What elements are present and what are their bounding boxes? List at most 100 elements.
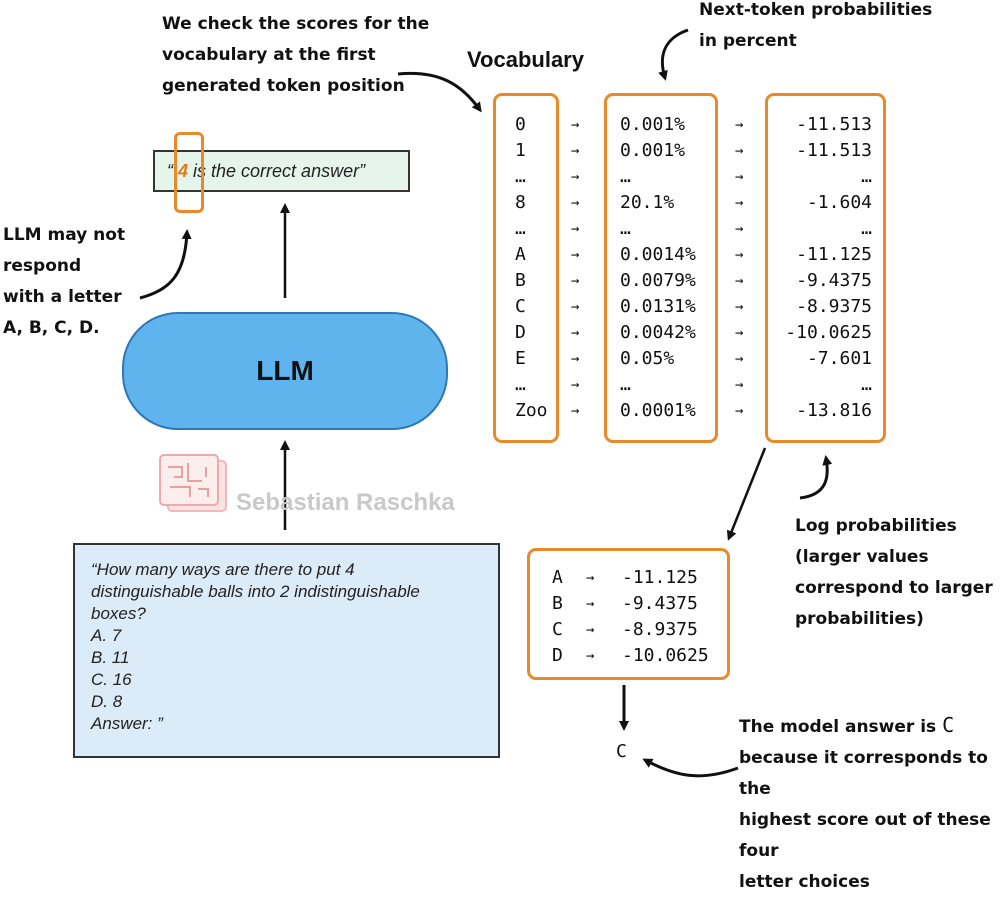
vocab-percent-cell: 0.0042% [620,322,696,343]
vocab-arrow-glyph: → [735,273,744,289]
vocab-arrow-glyph: → [735,143,744,159]
vocab-percent-cell: … [620,374,631,395]
vocab-arrow-glyph: → [735,195,744,211]
vocab-token-cell: 8 [515,192,526,213]
choice-arrow-glyph: → [586,648,595,664]
choice-letter-cell: D [552,645,563,666]
vocab-arrow-glyph: → [735,117,744,133]
vocab-token-cell: … [515,218,526,239]
choice-arrow-glyph: → [586,570,595,586]
prompt-box: “How many ways are there to put 4 distin… [73,543,500,758]
log-probs-note: Log probabilities (larger values corresp… [795,516,993,629]
choice-logprob-cell: -8.9375 [622,619,698,640]
vocab-arrow-glyph: → [571,377,580,393]
vocab-logprob-cell: -10.0625 [785,322,872,343]
vocab-logprob-cell: … [861,218,872,239]
connector-arrows [139,28,833,778]
vocab-arrow-glyph: → [735,403,744,419]
vocab-arrow-glyph: → [571,117,580,133]
vocab-token-cell: 0 [515,114,526,135]
vocab-logprob-cell: … [861,166,872,187]
vocab-arrow-column-1: →→→→→→→→→→→→ [571,112,579,424]
vocab-logprob-cell: … [861,374,872,395]
prompt-line: distinguishable balls into 2 indistingui… [91,582,420,601]
vocab-arrow-glyph: → [735,169,744,185]
vocab-percent-cell: 0.001% [620,140,686,161]
prompt-line: B. 11 [91,648,130,667]
vocab-arrow-glyph: → [571,169,580,185]
choice-arrow-glyph: → [586,596,595,612]
logprob-to-choices-arrow [726,447,767,541]
vocab-percent-cell: 0.05% [620,348,675,369]
prompt-line: Answer: ” [91,714,163,733]
vocab-arrow-glyph: → [571,195,580,211]
generated-output-box: “ 4 is the correct answer” [153,150,410,192]
vocab-token-cell: D [515,322,526,343]
final-answer: C [616,741,627,762]
vocab-token-cell: A [515,244,526,265]
choice-logprob-cell: -9.4375 [622,593,698,614]
log-probs-curve-arrow [799,455,833,500]
vocab-arrow-glyph: → [571,273,580,289]
vocab-percent-box [604,93,718,443]
vocab-token-cell: … [515,374,526,395]
output-open-quote: “ [167,161,178,181]
choice-arrow-column: →→→→ [586,565,594,669]
choice-logprob-column: -11.125 -9.4375 -8.9375 -10.0625 [622,565,709,669]
model-answer-note: The model answer is C because it corresp… [739,713,991,892]
vocab-percent-cell: 20.1% [620,192,675,213]
vocab-arrow-glyph: → [735,299,744,315]
vocab-percent-column: 0.001%0.001%…20.1%…0.0014%0.0079%0.0131%… [620,112,696,424]
llm-block: LLM [122,312,448,430]
vocab-token-cell: C [515,296,526,317]
vocab-logprob-cell: -8.9375 [796,296,872,317]
watermark-text: Sebastian Raschka [236,489,455,516]
choice-logprob-cell: -11.125 [622,567,698,588]
prompt-line: C. 16 [91,670,132,689]
vocab-token-box [493,93,559,443]
vocab-logprob-cell: -11.125 [796,244,872,265]
output-rest: is the correct answer” [188,161,366,181]
vocab-check-note: We check the scores for the vocabulary a… [162,14,430,96]
prompt-line: “How many ways are there to put 4 [91,560,355,579]
model-answer-prefix: The model answer is [739,717,943,737]
vocab-percent-cell: … [620,218,631,239]
vocab-logprob-column: -11.513-11.513…-1.604…-11.125-9.4375-8.9… [776,112,872,424]
vocab-logprob-cell: -13.816 [796,400,872,421]
vocab-arrow-glyph: → [571,247,580,263]
vocab-percent-cell: … [620,166,631,187]
vocab-percent-cell: 0.0001% [620,400,696,421]
may-not-note: LLM may not respond with a letter A, B, … [3,225,126,338]
vocab-token-cell: E [515,348,526,369]
vocab-token-cell: … [515,166,526,187]
choice-letter-cell: B [552,593,563,614]
vocab-arrow-glyph: → [571,299,580,315]
vocab-token-cell: Zoo [515,400,548,421]
choice-logprob-cell: -10.0625 [622,645,709,666]
first-token-highlight [174,132,204,213]
vocabulary-heading: Vocabulary [467,47,584,72]
vocab-arrow-glyph: → [571,351,580,367]
answer-note-curve-arrow [642,758,739,778]
vocab-arrow-glyph: → [571,221,580,237]
vocab-percent-cell: 0.0014% [620,244,696,265]
vocab-logprob-cell: -9.4375 [796,270,872,291]
choice-letter-cell: A [552,567,563,588]
vocab-token-cell: B [515,270,526,291]
model-answer-letter: C [942,713,955,737]
vocab-logprob-cell: -7.601 [806,348,872,369]
vocab-percent-cell: 0.0131% [620,296,696,317]
vocab-arrow-glyph: → [735,325,744,341]
choice-table-box [527,548,730,680]
vocab-arrow-glyph: → [735,221,744,237]
llm-label: LLM [256,355,314,386]
may-not-curve-arrow [139,229,192,300]
vocab-logprob-box [765,93,886,443]
choice-letter-cell: C [552,619,563,640]
vocab-logprob-cell: -1.604 [806,192,872,213]
vocab-logprob-cell: -11.513 [796,114,872,135]
prompt-line: D. 8 [91,692,123,711]
vocab-arrow-glyph: → [571,143,580,159]
